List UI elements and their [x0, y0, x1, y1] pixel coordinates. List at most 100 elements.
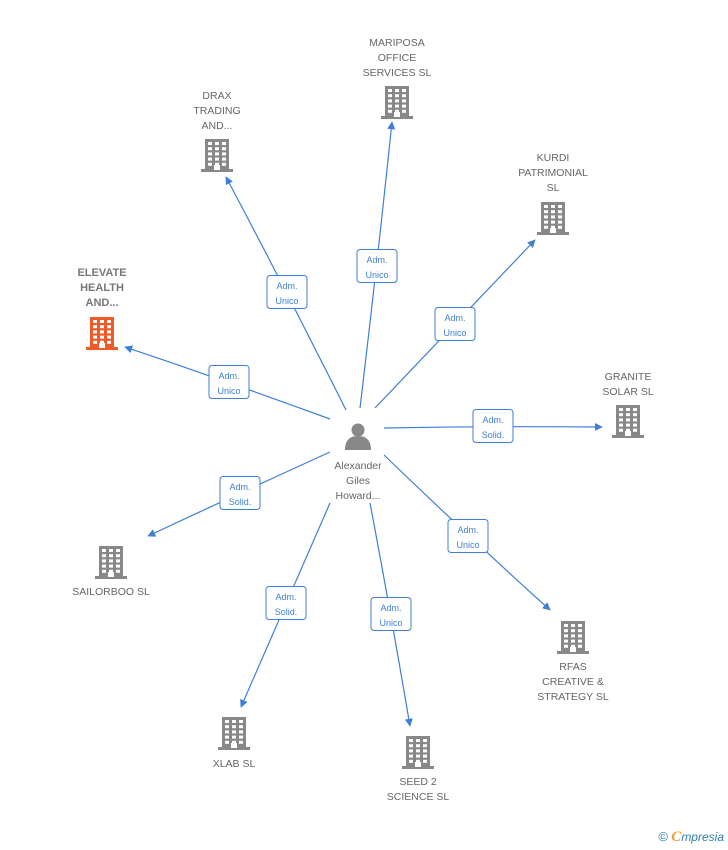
company-label-line: SEED 2	[399, 776, 437, 788]
company-label-line: HEALTH	[80, 282, 124, 294]
edge-role-line: Solid.	[229, 497, 252, 507]
edge-xlab[interactable]: Adm. Solid.	[240, 502, 331, 708]
company-label: SAILORBOO SL	[72, 586, 150, 598]
edge-role-box[interactable]	[265, 586, 307, 620]
edge-kurdi[interactable]: Adm. Unico	[374, 239, 536, 409]
edge-elevate[interactable]: Adm. Unico	[124, 345, 331, 420]
edge-role-line: Unico	[379, 618, 402, 628]
edge-role-line: Adm.	[380, 603, 401, 613]
edge-role-line: Unico	[456, 540, 479, 550]
edge-role-label: Adm. Solid.	[229, 482, 252, 507]
edges-layer: Adm.UnicoAdm.UnicoAdm.UnicoAdm.UnicoAdm.…	[124, 121, 603, 727]
edge-role-box[interactable]	[208, 365, 250, 399]
company-label-line: GRANITE	[605, 371, 652, 383]
brand-e: C	[671, 829, 682, 845]
edge-role-box[interactable]	[266, 275, 308, 309]
building-icon	[86, 317, 118, 350]
edge-role-line: Adm.	[229, 482, 250, 492]
edge-granite[interactable]: Adm. Solid.	[383, 409, 603, 443]
edge-role-label: Adm. Unico	[443, 313, 466, 338]
brand-logo: © Cmpresia	[658, 829, 724, 846]
company-node-mariposa[interactable]: MARIPOSA OFFICE SERVICES SL	[363, 37, 432, 119]
edge-role-box[interactable]	[434, 307, 476, 341]
company-label-line: SL	[547, 182, 560, 194]
edge-role-line: Adm.	[444, 313, 465, 323]
company-node-sailorboo[interactable]: SAILORBOO SL	[72, 546, 150, 598]
edge-role-label: Adm. Unico	[456, 525, 479, 550]
copyright-symbol: ©	[658, 829, 668, 844]
company-label: XLAB SL	[213, 758, 256, 770]
edge-role-line: Adm.	[482, 415, 503, 425]
brand-name: mpresia	[681, 830, 724, 844]
edge-role-line: Adm.	[275, 592, 296, 602]
company-label-line: SOLAR SL	[602, 386, 654, 398]
edge-role-box[interactable]	[356, 249, 398, 283]
edge-role-line: Unico	[217, 386, 240, 396]
company-label-line: OFFICE	[378, 52, 417, 64]
person-label-line: Giles	[346, 475, 370, 487]
company-node-elevate[interactable]: ELEVATE HEALTH AND...	[77, 267, 127, 350]
edge-seed2[interactable]: Adm. Unico	[369, 502, 413, 727]
company-label-line: SAILORBOO SL	[72, 586, 150, 598]
company-label: GRANITE SOLAR SL	[602, 371, 654, 398]
edge-role-box[interactable]	[472, 409, 514, 443]
edge-role-label: Adm. Unico	[217, 371, 240, 396]
edge-role-line: Adm.	[218, 371, 239, 381]
company-label-line: PATRIMONIAL	[518, 167, 588, 179]
edge-mariposa[interactable]: Adm. Unico	[356, 121, 398, 409]
edge-role-line: Unico	[443, 328, 466, 338]
company-node-kurdi[interactable]: KURDI PATRIMONIAL SL	[518, 152, 588, 235]
edge-role-line: Solid.	[482, 430, 505, 440]
company-label: MARIPOSA OFFICE SERVICES SL	[363, 37, 432, 79]
company-node-xlab[interactable]: XLAB SL	[213, 717, 256, 770]
company-label-line: ELEVATE	[77, 267, 126, 279]
person-label-line: Alexander	[334, 460, 382, 472]
edge-role-box[interactable]	[370, 597, 412, 631]
edge-role-box[interactable]	[219, 476, 261, 510]
building-icon	[218, 717, 250, 750]
edge-role-line: Adm.	[366, 255, 387, 265]
company-label: ELEVATE HEALTH AND...	[77, 267, 126, 309]
edge-role-label: Adm. Unico	[275, 281, 298, 306]
edge-sailorboo[interactable]: Adm. Solid.	[147, 451, 331, 537]
person-label-line: Howard...	[336, 490, 381, 502]
building-icon	[95, 546, 127, 579]
edge-role-box[interactable]	[447, 519, 489, 553]
building-icon	[537, 202, 569, 235]
nodes-layer: MARIPOSA OFFICE SERVICES SL DRAX TRADING AND.…	[72, 37, 654, 803]
company-label-line: CREATIVE &	[542, 676, 604, 688]
company-label: KURDI PATRIMONIAL SL	[518, 152, 588, 194]
company-label-line: DRAX	[202, 90, 231, 102]
company-node-granite[interactable]: GRANITE SOLAR SL	[602, 371, 654, 438]
company-label-line: SERVICES SL	[363, 67, 432, 79]
company-label-line: TRADING	[193, 105, 240, 117]
edge-role-label: Adm. Solid.	[482, 415, 505, 440]
edge-role-line: Adm.	[457, 525, 478, 535]
edge-role-label: Adm. Unico	[379, 603, 402, 628]
company-label-line: XLAB SL	[213, 758, 256, 770]
building-icon	[612, 405, 644, 438]
edge-role-line: Solid.	[275, 607, 298, 617]
building-icon	[201, 139, 233, 172]
company-label-line: MARIPOSA	[369, 37, 424, 49]
company-label-line: AND...	[86, 297, 119, 309]
edge-role-line: Unico	[365, 270, 388, 280]
edge-role-line: Adm.	[276, 281, 297, 291]
company-label-line: RFAS	[559, 661, 586, 673]
edge-role-label: Adm. Solid.	[275, 592, 298, 617]
edge-drax[interactable]: Adm. Unico	[225, 176, 347, 411]
company-label-line: KURDI	[537, 152, 570, 164]
building-icon	[557, 621, 589, 654]
edge-role-line: Unico	[275, 296, 298, 306]
edge-rfas[interactable]: Adm. Unico	[383, 454, 551, 611]
edge-role-label: Adm. Unico	[365, 255, 388, 280]
